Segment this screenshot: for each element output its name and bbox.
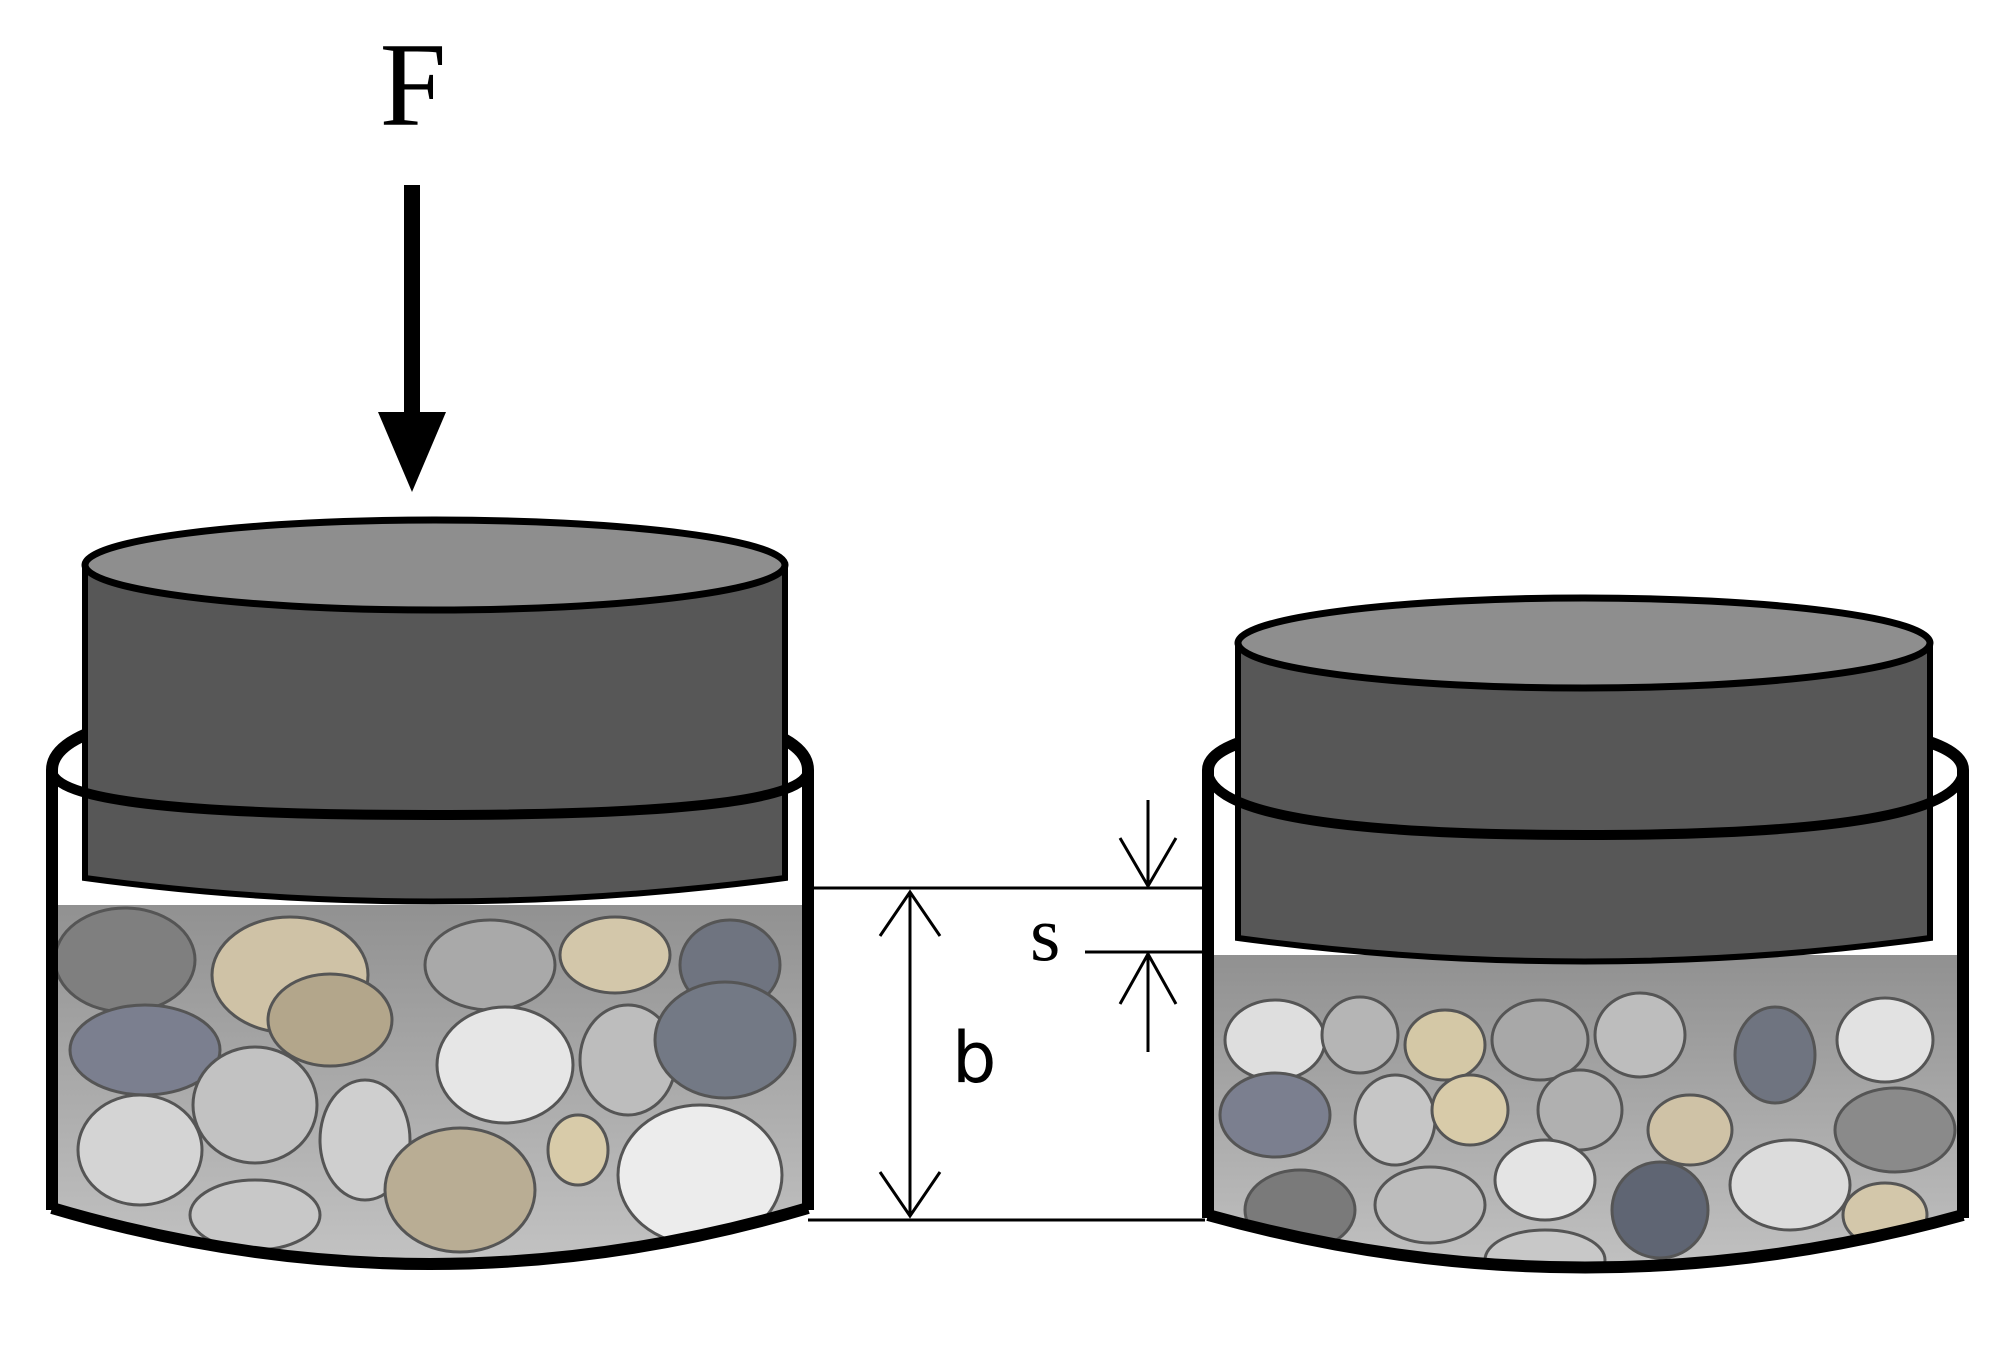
height-label-b: b bbox=[952, 1017, 996, 1099]
settlement-s-arrows-icon bbox=[1118, 800, 1178, 1052]
force-arrow-icon bbox=[378, 185, 446, 492]
dimension-lines bbox=[808, 800, 1205, 1222]
height-b-double-arrow-icon bbox=[878, 889, 942, 1219]
left-cylinder bbox=[46, 516, 814, 1270]
left-gravel bbox=[52, 905, 808, 1263]
right-cylinder bbox=[1202, 594, 1969, 1274]
force-label: F bbox=[380, 18, 447, 151]
left-piston bbox=[81, 516, 789, 905]
settlement-label-s: s bbox=[1030, 890, 1060, 977]
right-piston bbox=[1234, 594, 1934, 965]
